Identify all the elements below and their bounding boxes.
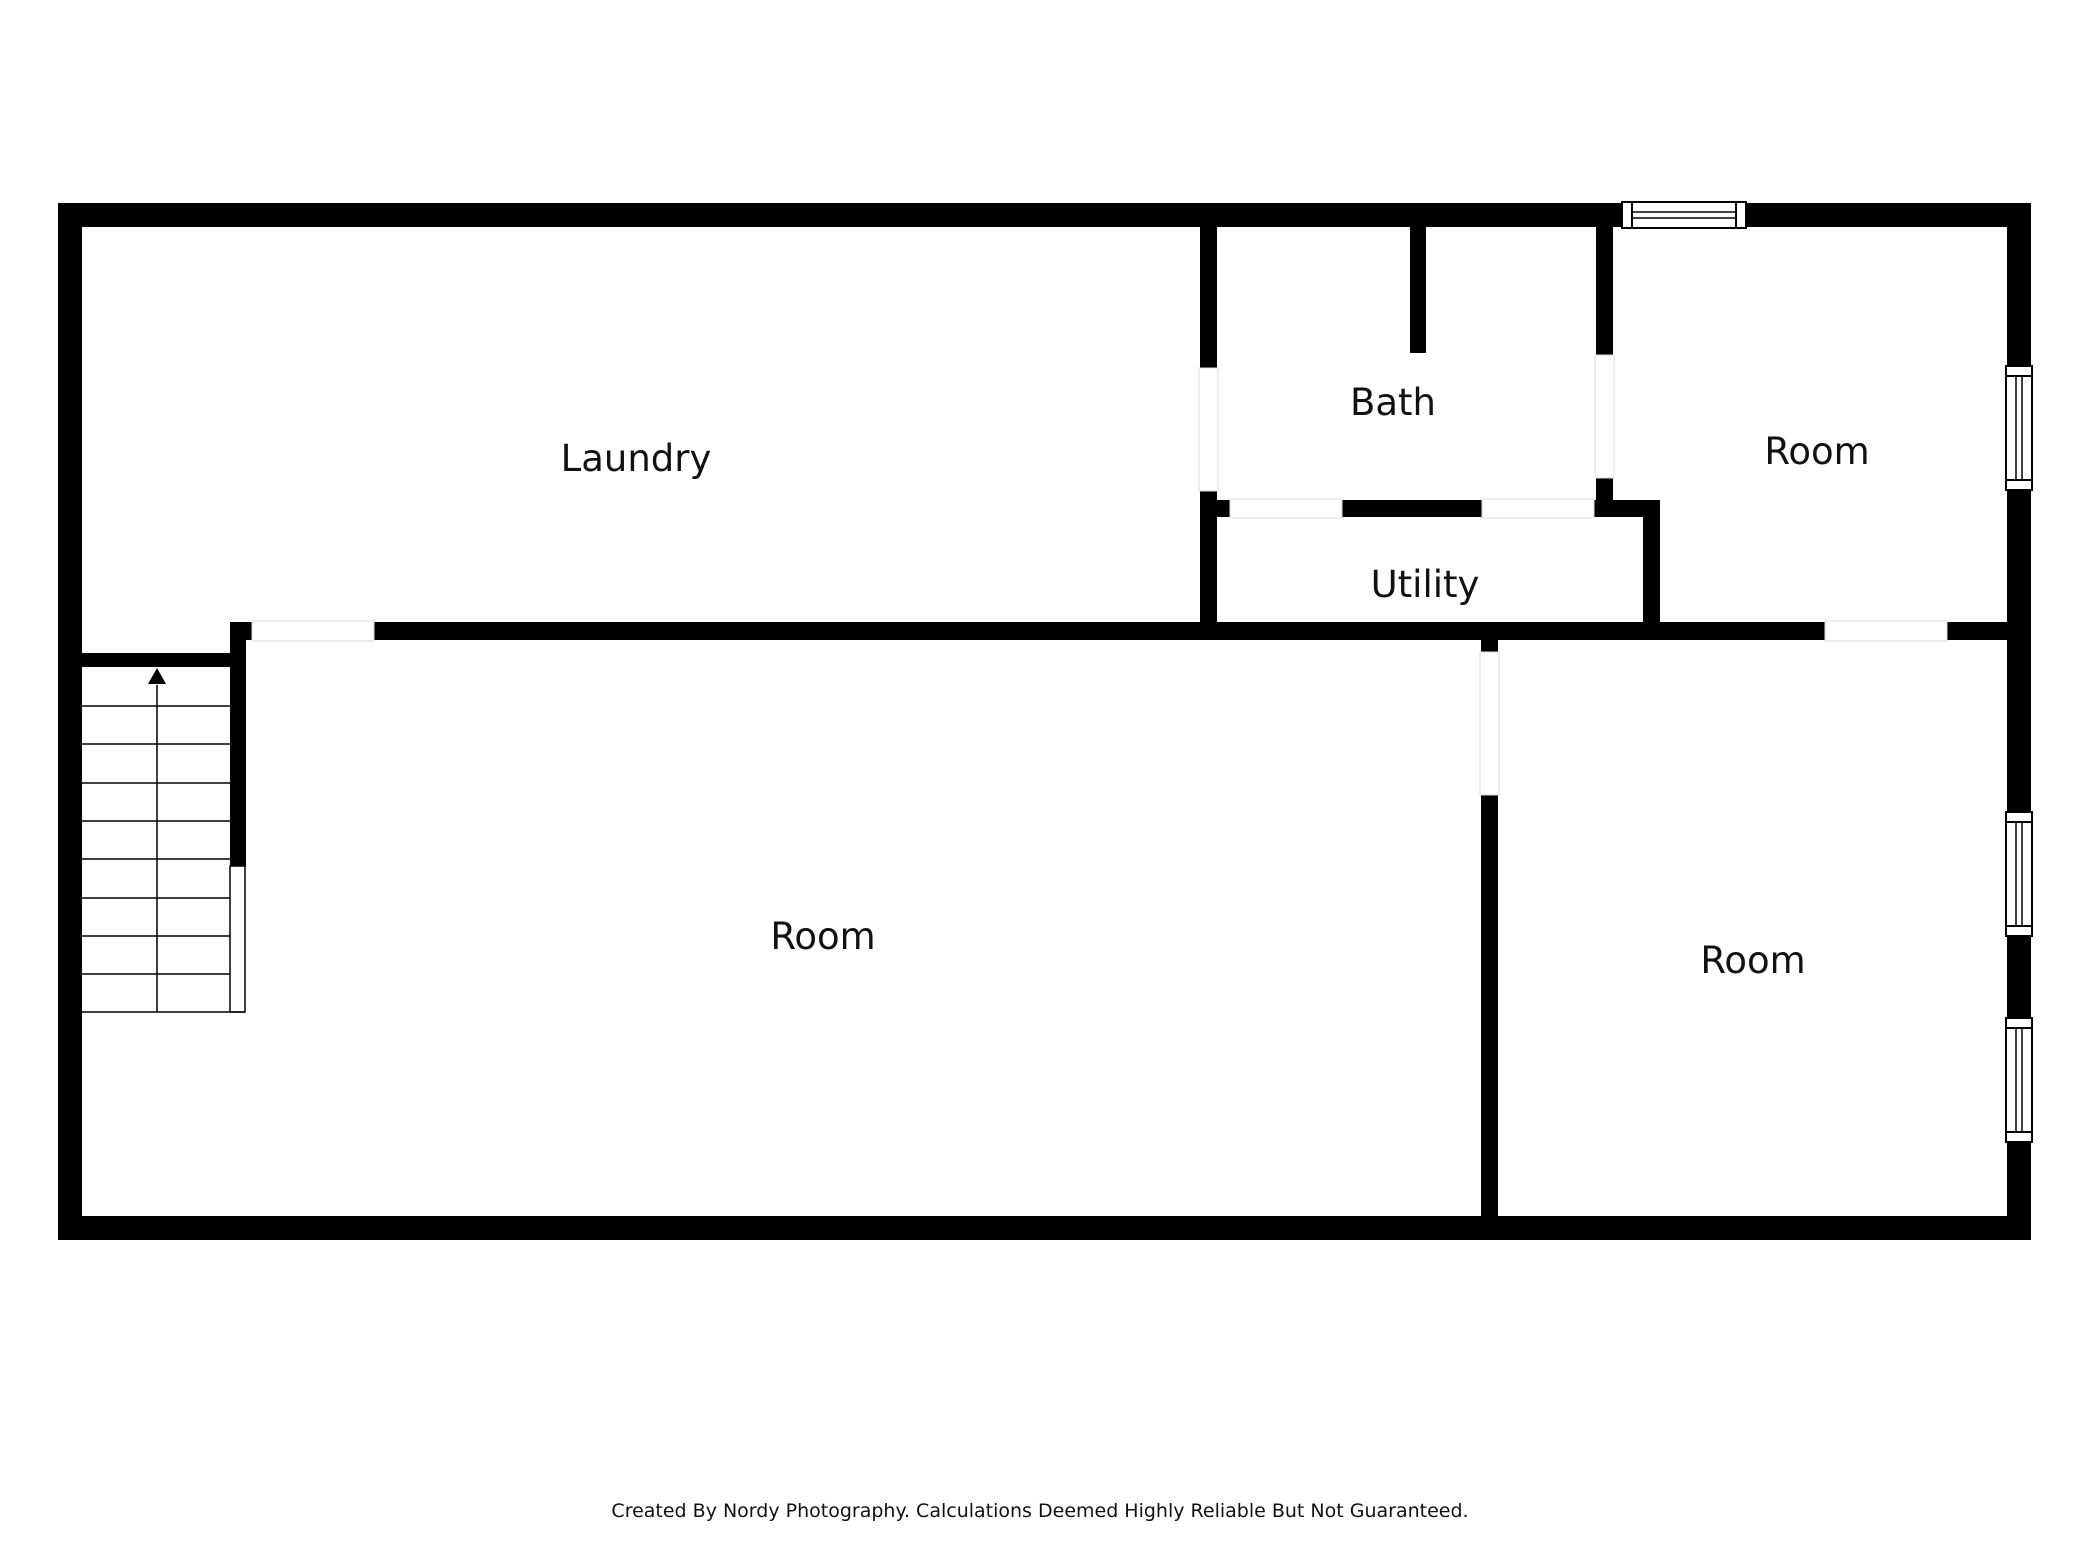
stair-arrow-icon: [148, 668, 166, 684]
door-room-room: [1824, 620, 1948, 642]
stair-railing: [229, 865, 246, 1013]
outer-wall-bottom: [58, 1216, 2031, 1240]
label-room-main: Room: [770, 915, 875, 958]
label-laundry: Laundry: [561, 437, 712, 480]
footer-credit: Created By Nordy Photography. Calculatio…: [611, 1500, 1469, 1522]
wall-horizontal-main: [230, 622, 2031, 640]
label-room-bottom-right: Room: [1700, 939, 1805, 982]
wall-stair-top: [82, 653, 240, 667]
door-stair-room: [251, 620, 375, 642]
staircase: [82, 668, 246, 1013]
label-room-top-right: Room: [1764, 430, 1869, 473]
window-right-1: [2005, 365, 2033, 491]
window-top: [1621, 201, 1747, 229]
door-laundry-bath: [1198, 367, 1219, 492]
outer-walls: [58, 203, 2031, 1240]
window-right-3: [2005, 1017, 2033, 1143]
door-bath-utility-left: [1229, 498, 1343, 519]
label-bath: Bath: [1350, 381, 1436, 424]
door-lower-divider: [1479, 651, 1500, 796]
label-utility: Utility: [1371, 563, 1480, 606]
door-bath-room: [1594, 354, 1615, 479]
window-right-2: [2005, 811, 2033, 937]
wall-bath-partition: [1410, 227, 1426, 353]
wall-utility-right: [1643, 500, 1660, 631]
wall-stair-side: [230, 622, 246, 866]
door-openings: [251, 354, 1948, 796]
windows: [1621, 201, 2033, 1143]
interior-walls: [82, 227, 2031, 1216]
room-labels: Laundry Bath Room Utility Room Room: [561, 381, 1870, 982]
door-bath-utility-right: [1481, 498, 1595, 519]
outer-wall-left: [58, 203, 82, 1240]
